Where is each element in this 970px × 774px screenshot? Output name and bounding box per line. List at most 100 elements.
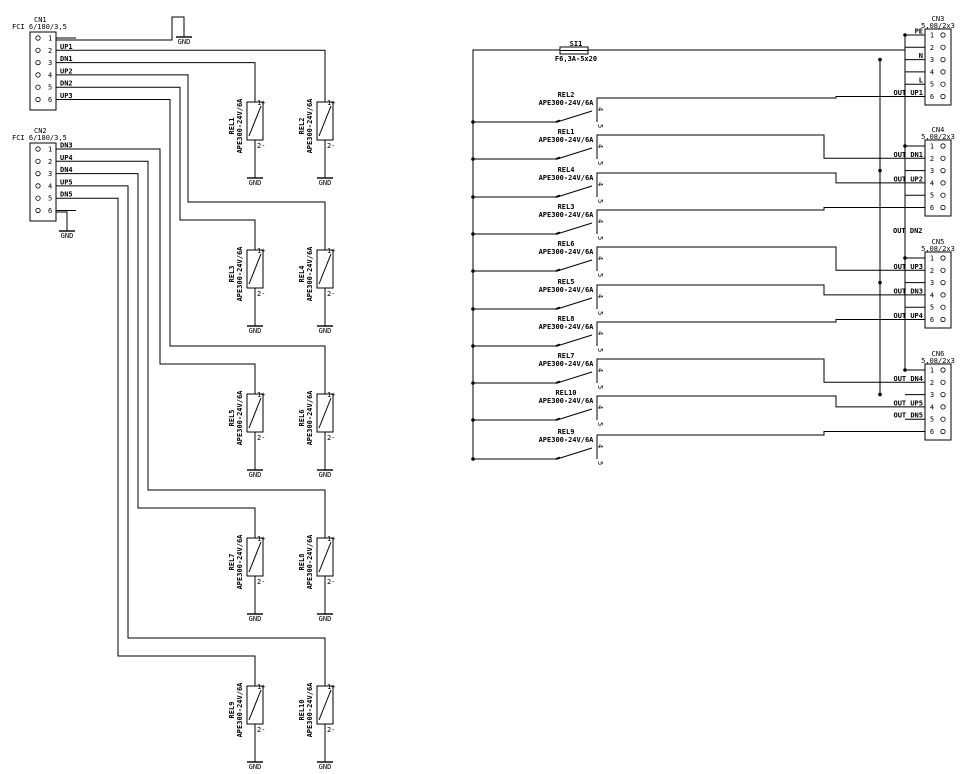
connector-body: [924, 139, 952, 217]
pin-circle: [35, 207, 41, 214]
junction-dot: [903, 33, 907, 37]
wire: [76, 197, 256, 676]
contact-pivot: [555, 268, 561, 272]
coil-pin-plus: 1+: [327, 99, 335, 107]
pin-number: 5: [48, 84, 52, 92]
contact-pivot: [555, 231, 561, 235]
connector-ref: CN5: [932, 238, 945, 246]
pin-circle: [35, 72, 41, 78]
contact-output-wire: [596, 284, 905, 296]
coil-value: APE300-24V/6A: [306, 98, 314, 154]
coil-value: APE300-24V/6A: [236, 534, 244, 590]
net-label: OUT UP2: [893, 175, 923, 183]
junction-dot: [903, 368, 907, 372]
net-label: N: [919, 52, 923, 60]
contact-blade: [556, 185, 593, 198]
gnd-wire-cn2: [56, 211, 68, 225]
net-label: OUT UP3: [893, 263, 923, 271]
pin-circle: [940, 143, 946, 149]
pin-circle: [940, 267, 946, 273]
pin-circle: [940, 93, 946, 100]
pin-number: 3: [930, 279, 934, 287]
pin-circle: [940, 255, 946, 261]
connector-type: 5,08/2x3: [921, 357, 955, 365]
coil-slash: [318, 541, 332, 573]
contact-ref: REL4: [558, 166, 575, 174]
pin-number: 4: [930, 68, 934, 76]
wire: [76, 74, 326, 240]
coil-value: APE300-24V/6A: [306, 390, 314, 446]
pin-number: 1: [930, 32, 934, 40]
junction-dot: [471, 381, 475, 385]
contact-pivot: [555, 306, 561, 310]
coil-pin-minus: 2-: [327, 578, 335, 586]
pin-circle: [35, 35, 41, 41]
coil-slash: [318, 397, 332, 429]
connector-ref: CN6: [932, 350, 945, 358]
contact-pin-a: 4: [596, 107, 604, 111]
pin-number: 5: [930, 81, 934, 89]
ground-label: GND: [178, 38, 191, 46]
net-label: DN4: [60, 166, 73, 174]
junction-dot: [878, 168, 882, 173]
coil-pin-plus: 1+: [257, 99, 265, 107]
pin-circle: [35, 84, 41, 90]
connector-ref: CN4: [932, 126, 945, 134]
fuse-ref: SI1: [570, 40, 583, 48]
connector-body: [924, 28, 952, 106]
gnd-cn1: GND: [176, 31, 192, 46]
junction-dot: [471, 307, 475, 311]
pin-number: 1: [48, 35, 52, 43]
coil-ref: REL6: [298, 410, 306, 427]
pin-number: 3: [930, 391, 934, 399]
pin-number: 6: [930, 204, 934, 212]
wire: [76, 99, 326, 384]
coil-pin-minus: 2-: [257, 434, 265, 442]
pin-circle: [940, 56, 946, 63]
coil-value: APE300-24V/6A: [236, 98, 244, 154]
contact-pin-b: 5: [596, 311, 604, 315]
connector-type: 5,08/2x3: [921, 133, 955, 141]
contact-pin-a: 4: [596, 182, 604, 186]
pin-number: 5: [48, 195, 52, 203]
coil-ref: REL4: [298, 266, 306, 283]
contact-pivot: [555, 343, 561, 347]
pin-number: 3: [930, 56, 934, 64]
net-label: OUT UP1: [893, 89, 923, 97]
contact-value: APE300-24V/6A: [539, 99, 595, 107]
pin-number: 6: [930, 93, 934, 101]
contact-output-wire: [596, 358, 905, 383]
contact-value: APE300-24V/6A: [539, 211, 595, 219]
contact-pivot: [555, 380, 561, 384]
pin-circle: [940, 81, 946, 87]
ground-label: GND: [249, 615, 262, 623]
connector-body: [29, 31, 57, 111]
contact-blade: [556, 447, 593, 460]
contact-ref: REL3: [558, 203, 575, 211]
contact-value: APE300-24V/6A: [539, 360, 595, 368]
pin-circle: [940, 379, 946, 385]
coil-value: APE300-24V/6A: [306, 246, 314, 302]
contact-output-wire: [596, 96, 905, 102]
junction-dot: [471, 269, 475, 273]
coil-ref: REL8: [298, 554, 306, 571]
pin-number: 3: [930, 167, 934, 175]
coil-ref: REL3: [228, 266, 236, 283]
pin-number: 2: [930, 155, 934, 163]
pin-circle: [940, 391, 946, 398]
contact-pin-a: 4: [596, 294, 604, 298]
pin-number: 1: [930, 255, 934, 263]
pin-number: 2: [930, 267, 934, 275]
pin-circle: [35, 171, 41, 177]
